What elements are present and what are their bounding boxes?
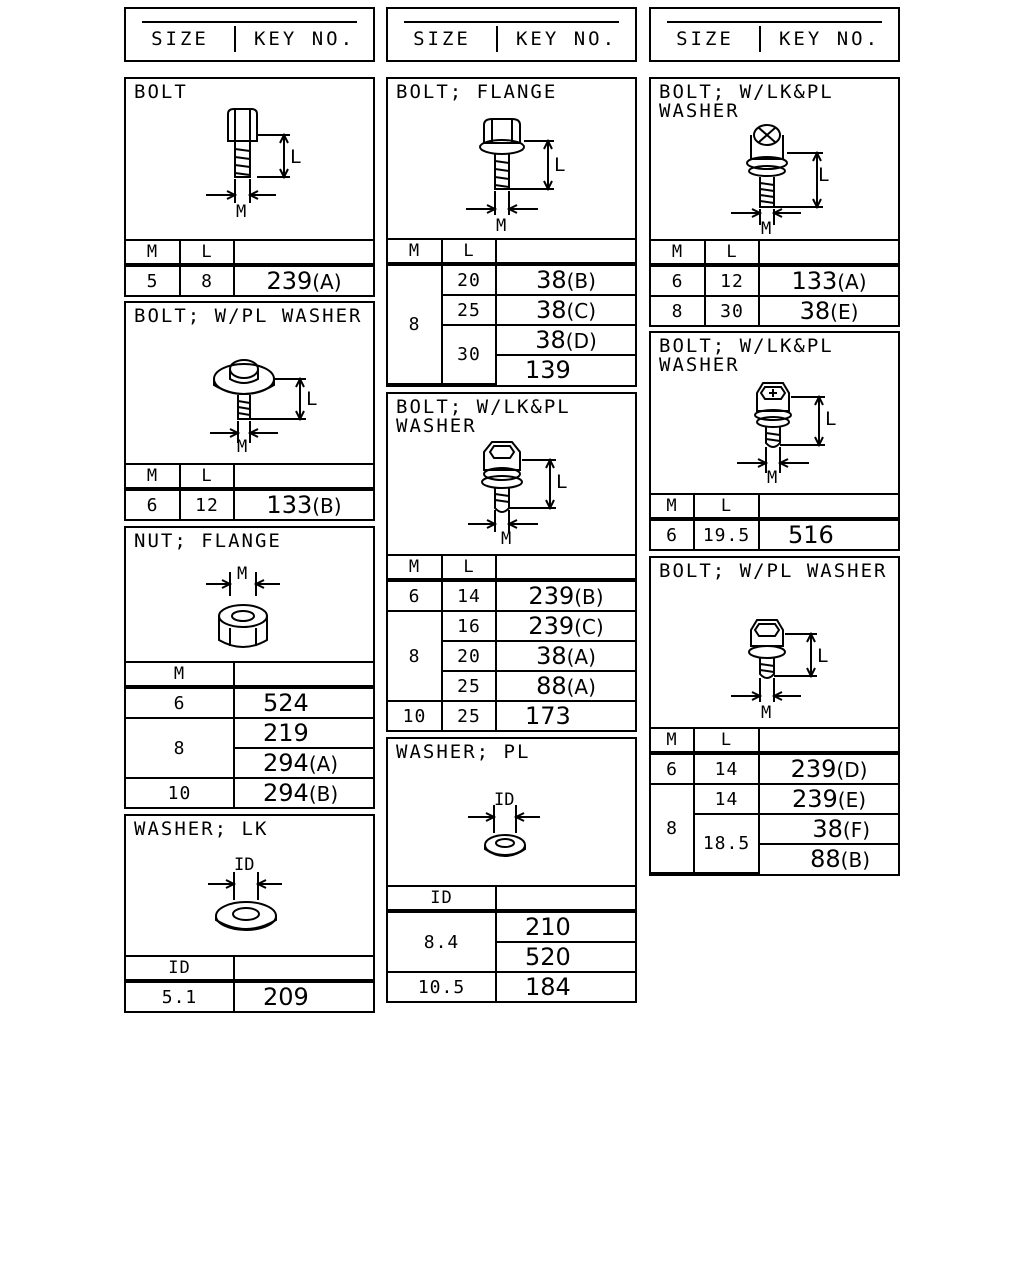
dim-l: L — [306, 388, 317, 410]
dim-l: L — [825, 408, 836, 430]
header-size: SIZE — [676, 27, 734, 50]
washer-pl-drawing-icon: ID — [468, 790, 540, 857]
header-box-left: SIZE KEY NO. — [124, 7, 375, 62]
dim-m: M — [501, 529, 511, 549]
dim-l: L — [818, 164, 829, 186]
dim-m: M — [767, 468, 777, 488]
header-key-no: KEY NO. — [759, 25, 898, 52]
dim-m: M — [496, 216, 506, 236]
panel-title: BOLT; W/PL WASHER — [659, 560, 888, 582]
dim-m: M — [761, 219, 771, 239]
nut-flange-drawing-icon: M — [206, 564, 280, 648]
bolt-pl-washer-drawing-icon: L M — [210, 359, 317, 457]
dim-m: M — [236, 202, 246, 222]
panel-title-line1: BOLT; W/LK&PL — [396, 396, 571, 418]
panel-title-line2: WASHER — [659, 354, 740, 376]
panel-title-line1: BOLT; W/LK&PL — [659, 335, 834, 357]
table-row: 88(B) — [651, 843, 898, 873]
panel-title: NUT; FLANGE — [134, 530, 282, 552]
table-row: 139 — [388, 354, 635, 384]
panel-title: WASHER; PL — [396, 741, 531, 763]
header-size: SIZE — [413, 27, 471, 50]
panel-title: BOLT — [134, 81, 188, 103]
header-key-no: KEY NO. — [496, 25, 635, 52]
bolt-pl-washer-drawing-icon: L M — [731, 619, 828, 723]
header-box-middle: SIZE KEY NO. — [386, 7, 637, 62]
bolt-lk-pl-washer-drawing-icon: L M — [731, 124, 829, 239]
panel-title: BOLT; FLANGE — [396, 81, 558, 103]
header-box-right: SIZE KEY NO. — [649, 7, 900, 62]
bolt-drawing-icon: L M — [206, 108, 301, 222]
bolt-lk-pl-washer-drawing-icon: L M — [737, 382, 836, 488]
col-header-l: L — [179, 239, 235, 267]
dim-l: L — [290, 146, 301, 168]
panel-title-line1: BOLT; W/LK&PL — [659, 81, 834, 103]
dim-id: ID — [494, 790, 514, 810]
bolt-flange-drawing-icon: L M — [466, 118, 565, 236]
col-header-m: M — [126, 239, 181, 267]
dim-l: L — [556, 471, 567, 493]
dim-id: ID — [234, 855, 254, 875]
table-row: 520 — [388, 941, 635, 973]
dim-m: M — [237, 437, 247, 457]
table-row: 294(A) — [126, 747, 373, 779]
dim-l: L — [817, 645, 828, 667]
dim-m: M — [761, 703, 771, 723]
washer-lk-drawing-icon: ID — [208, 855, 282, 931]
header-key-no: KEY NO. — [234, 25, 373, 52]
panel-title-line2: WASHER — [659, 100, 740, 122]
panel-title: BOLT; W/PL WASHER — [134, 305, 363, 327]
dim-m: M — [237, 564, 247, 584]
bolt-lk-pl-washer-drawing-icon: L M — [468, 441, 567, 549]
header-size: SIZE — [151, 27, 209, 50]
panel-title: WASHER; LK — [134, 818, 269, 840]
key-no-cell: 239(A) — [233, 264, 373, 295]
panel-title-line2: WASHER — [396, 415, 477, 437]
dim-l: L — [554, 154, 565, 176]
